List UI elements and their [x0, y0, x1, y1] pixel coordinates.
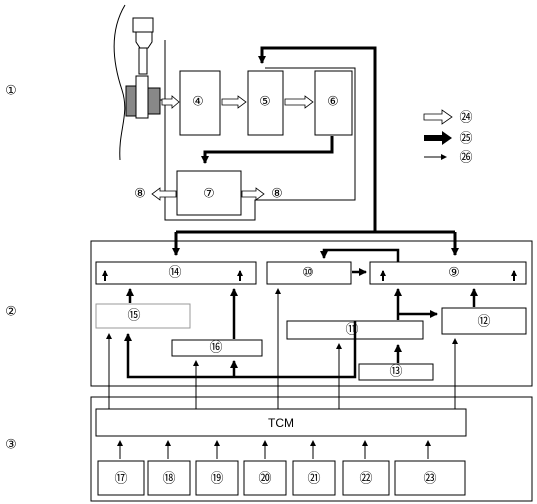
sensor-17-label: ⑰ — [114, 472, 127, 487]
engine-unit — [176, 70, 353, 216]
tcm-unit-frame — [90, 396, 533, 502]
block-14-label: ⑭ — [168, 266, 181, 281]
sensor-17 — [97, 460, 145, 496]
block-16-label: ⑯ — [209, 341, 222, 356]
thick-arrows — [172, 46, 459, 256]
block-12-label: ⑫ — [477, 315, 490, 330]
control-unit-frame — [90, 240, 533, 387]
block-10-label: ⑩ — [302, 266, 314, 281]
box-6 — [314, 70, 353, 136]
block-9-label: ⑨ — [448, 266, 460, 281]
sensor-18-label: ⑱ — [162, 472, 175, 487]
legend-thick-arrow — [424, 131, 452, 145]
sensor-boxes — [97, 460, 466, 496]
sensor-23 — [394, 460, 466, 496]
legend-open-label: ㉔ — [459, 111, 472, 126]
box-7-label: ⑦ — [203, 187, 215, 202]
tcm-box — [95, 408, 467, 437]
open-arrows — [151, 95, 314, 201]
block-11-label: ⑪ — [345, 323, 358, 338]
box-5-label: ⑤ — [259, 95, 271, 110]
sensor-20-label: ⑳ — [258, 472, 271, 487]
legend-open-arrow — [423, 109, 453, 125]
sensor-21-label: ㉑ — [307, 472, 320, 487]
block-15 — [95, 303, 191, 329]
control-thick-arrows — [124, 248, 478, 379]
block-13 — [358, 363, 434, 381]
sensor-23-label: ㉓ — [423, 472, 436, 487]
block-9 — [369, 261, 527, 285]
legend-thin-label: ㉖ — [459, 151, 472, 166]
legend-thick-label: ㉕ — [459, 132, 472, 147]
legend — [423, 109, 453, 160]
section-3-label: ③ — [5, 438, 17, 453]
box-7 — [176, 170, 242, 216]
output-8-left-label: ⑧ — [134, 187, 146, 202]
sensor-22 — [342, 460, 390, 496]
block-14 — [95, 261, 257, 285]
section-1-label: ① — [5, 84, 17, 99]
tcm-label: TCM — [268, 416, 294, 430]
block-12 — [441, 307, 527, 335]
sensor-20 — [243, 460, 287, 496]
box-5 — [247, 70, 284, 136]
sensor-22-label: ㉒ — [359, 472, 372, 487]
sensor-19 — [195, 460, 239, 496]
block-15-label: ⑮ — [127, 309, 140, 324]
sensor-19-label: ⑲ — [210, 472, 223, 487]
sensor-18 — [147, 460, 191, 496]
block-10 — [266, 261, 352, 285]
box-4 — [179, 70, 221, 136]
box-6-label: ⑥ — [327, 95, 339, 110]
labels: ① ② ③ ④ ⑤ ⑥ ⑦ ⑧ ⑧ ㉔ ㉕ ㉖ ⑭ ⑩ ⑨ ⑮ ⑪ ⑫ ⑯ ⑬ … — [5, 84, 490, 487]
inner-up-arrows — [102, 270, 517, 281]
section-2-label: ② — [5, 305, 17, 320]
sensor-thin-arrows — [117, 440, 431, 459]
output-8-right-label: ⑧ — [271, 187, 283, 202]
tcm-thin-arrows — [106, 288, 458, 409]
sensor-21 — [292, 460, 336, 496]
block-16 — [171, 339, 263, 357]
box-4-label: ④ — [192, 95, 204, 110]
block-13-label: ⑬ — [389, 365, 402, 380]
